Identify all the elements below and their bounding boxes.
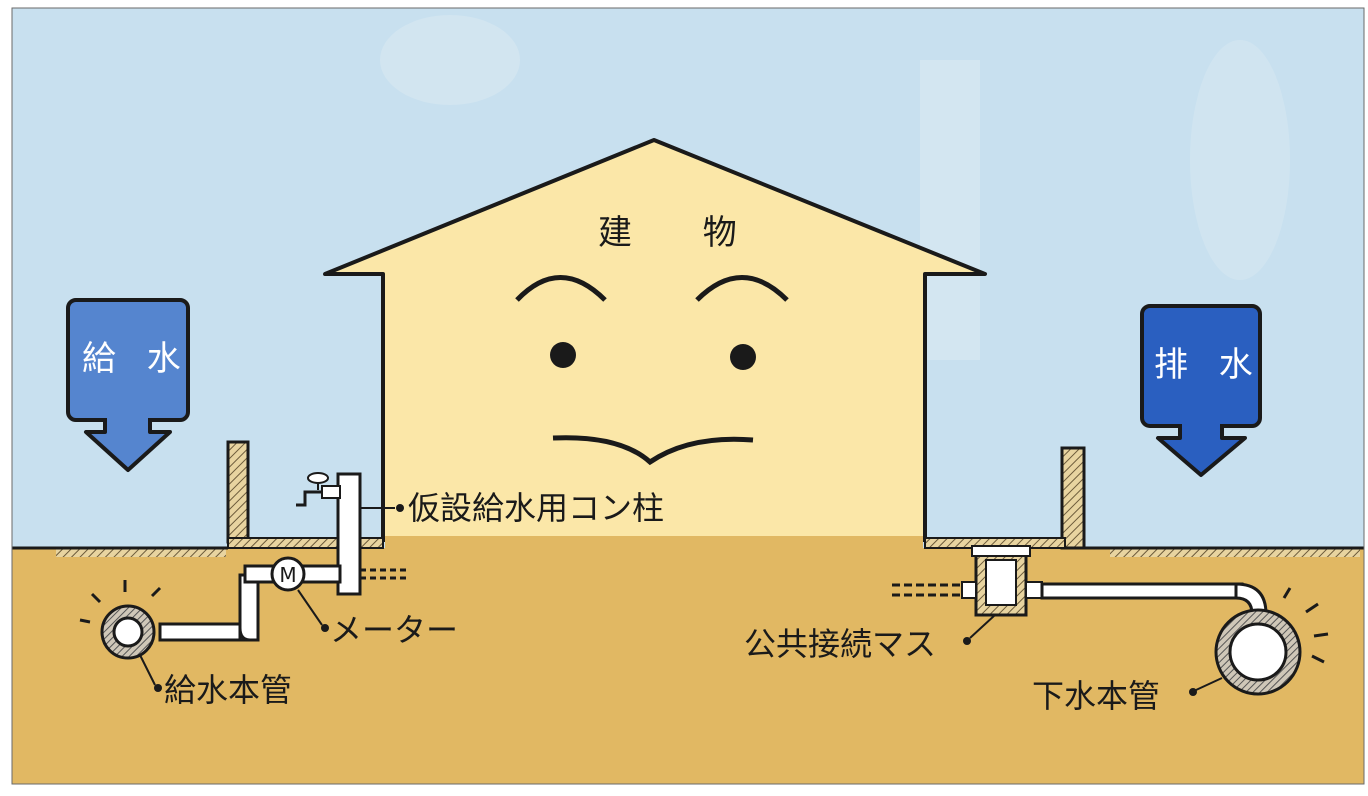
building-face-icon — [515, 275, 789, 466]
supply-main-pipe-icon — [79, 580, 162, 660]
supply-arrow-box — [66, 298, 190, 472]
building — [323, 138, 987, 550]
svg-text:M: M — [279, 563, 296, 587]
supply-label: 給 水 — [82, 339, 191, 379]
public-box-icon — [961, 545, 1043, 617]
main-supply-pipe-label: 給水本管 — [164, 671, 293, 709]
drain-label: 排 水 — [1154, 345, 1263, 385]
drain-arrow-box — [1140, 304, 1262, 477]
sewer-main-label: 下水本管 — [1032, 677, 1161, 715]
meter-icon: M — [270, 556, 306, 592]
left-fence — [12, 440, 384, 550]
temp-pole-label: 仮設給水用コン柱 — [408, 489, 665, 527]
faucet-icon — [296, 472, 329, 507]
sewer-main-icon — [1214, 587, 1329, 696]
meter-label: メーター — [330, 611, 459, 649]
public-box-label: 公共接続マス — [744, 625, 937, 663]
right-fence — [924, 446, 1364, 550]
building-label: 建 物 — [598, 213, 767, 253]
drain-pipe — [1040, 582, 1268, 616]
